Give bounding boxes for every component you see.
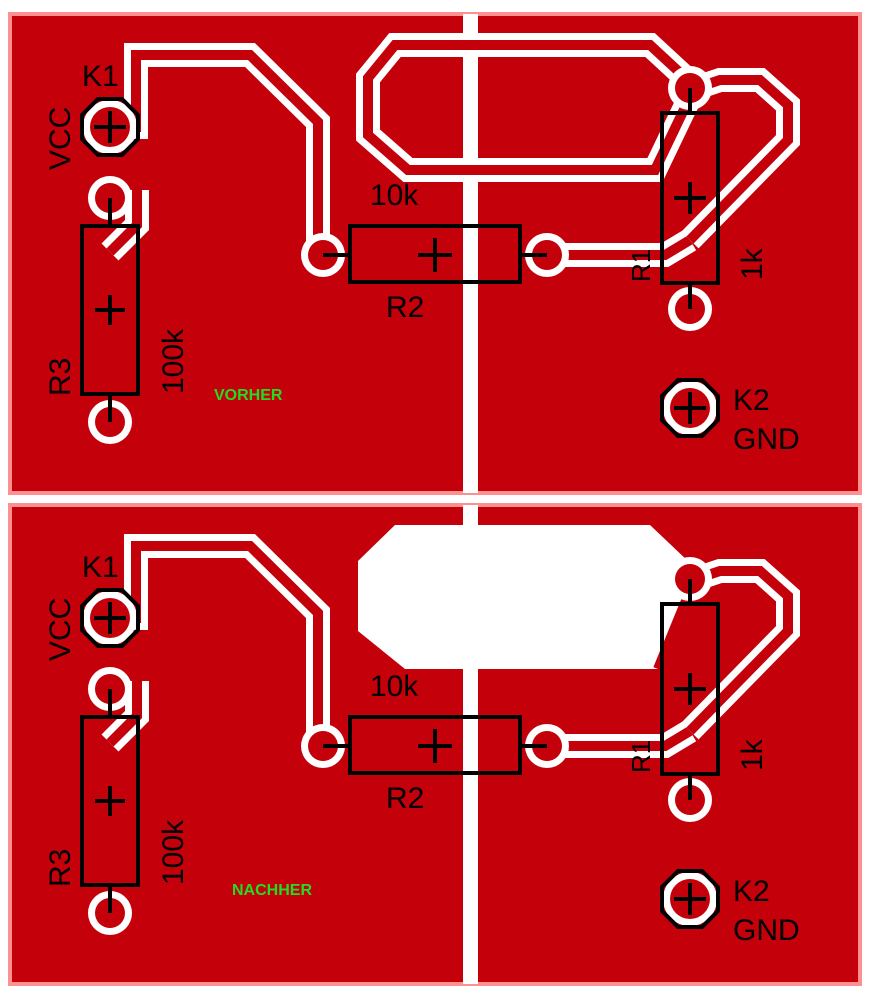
outline-k2 (660, 378, 720, 438)
label-vcc: VCC (44, 598, 77, 661)
label-k1: K1 (82, 60, 119, 93)
panel-before: K1 VCC R3 100k 10k R2 R1 1k K2 GND VORHE… (8, 12, 862, 495)
note-vorher: VORHER (214, 387, 283, 404)
panel-after: K1 VCC R3 100k 10k R2 R1 1k K2 GND NACHH… (8, 503, 862, 986)
trace-group (101, 33, 800, 267)
label-r3: R3 (44, 358, 77, 396)
label-r2-value: 10k (370, 670, 419, 703)
label-r1: R1 (626, 249, 656, 282)
copper-removed-area (358, 525, 690, 669)
label-r2: R2 (386, 291, 424, 324)
label-r3-value: 100k (157, 819, 190, 885)
label-r1: R1 (626, 740, 656, 773)
outline-k1 (80, 97, 140, 157)
label-r1-value: 1k (736, 247, 769, 280)
label-r1-value: 1k (736, 738, 769, 771)
outline-k1 (80, 588, 140, 648)
note-nachher: NACHHER (232, 882, 312, 899)
label-k1: K1 (82, 551, 119, 584)
label-r3: R3 (44, 849, 77, 887)
label-gnd: GND (733, 423, 800, 456)
label-vcc: VCC (44, 107, 77, 170)
label-r3-value: 100k (157, 328, 190, 394)
label-k2: K2 (733, 875, 770, 908)
label-r2-value: 10k (370, 179, 419, 212)
label-group: K1 VCC R3 100k 10k R2 R1 1k K2 GND NACHH… (44, 551, 800, 947)
outline-k2 (660, 869, 720, 929)
label-group: K1 VCC R3 100k 10k R2 R1 1k K2 GND VORHE… (44, 60, 800, 456)
silkscreen (80, 579, 720, 929)
silkscreen (80, 88, 720, 438)
board-gap (463, 14, 478, 493)
pad-group (83, 557, 717, 935)
label-r2: R2 (386, 782, 424, 815)
label-k2: K2 (733, 384, 770, 417)
label-gnd: GND (733, 914, 800, 947)
